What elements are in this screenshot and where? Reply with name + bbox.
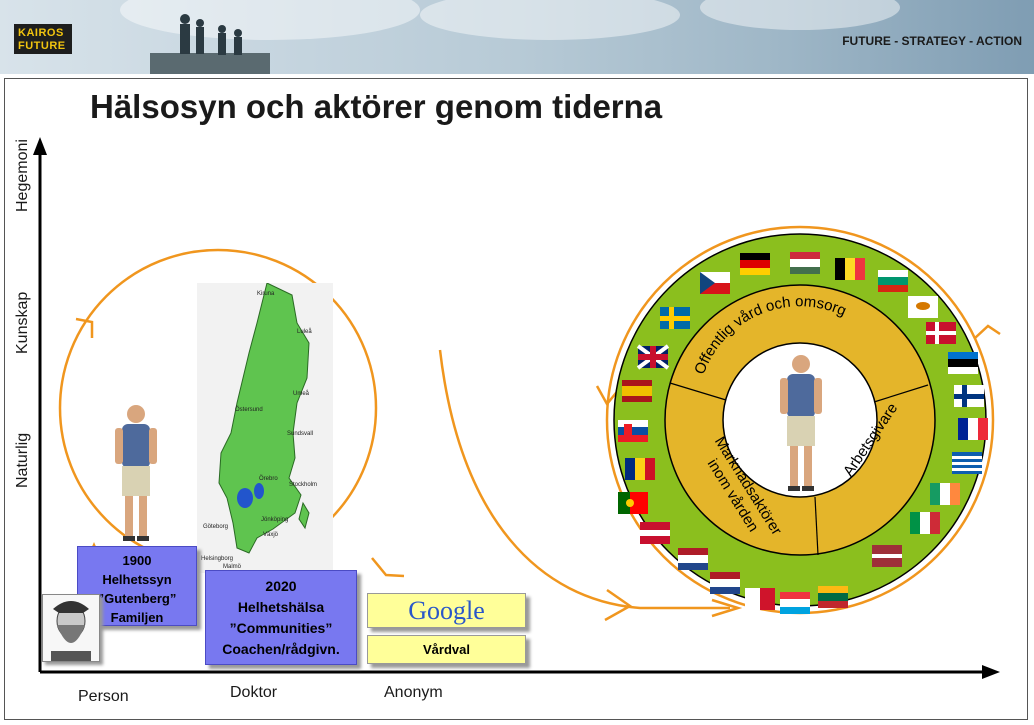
map-label-goteborg: Göteborg xyxy=(203,524,228,530)
map-label-helsingborg: Helsingborg xyxy=(201,556,233,562)
cycle-arrowhead-left-bottom xyxy=(371,557,405,578)
box-2020: 2020 Helhetshälsa ”Communities” Coachen/… xyxy=(205,570,357,665)
y-label-naturlig: Naturlig xyxy=(14,432,31,488)
connector-curve xyxy=(438,349,730,610)
map-label-sundsvall: Sundsvall xyxy=(287,431,313,437)
connector-arrowhead-1 xyxy=(604,588,633,622)
sweden-map: Kiruna Luleå Umeå Östersund Sundsvall Ör… xyxy=(197,282,333,573)
map-label-ostersund: Östersund xyxy=(235,406,263,413)
map-label-kiruna: Kiruna xyxy=(257,291,275,297)
kairos-future-logo: KAIROS FUTURE xyxy=(14,24,72,54)
x-label-person: Person xyxy=(78,688,129,705)
y-axis-arrowhead xyxy=(33,137,47,155)
person-figure-left xyxy=(115,405,157,541)
map-label-orebro: Örebro xyxy=(259,475,278,482)
connector-arrowhead-2 xyxy=(711,598,743,618)
map-label-lulea: Luleå xyxy=(297,328,312,335)
person-figure-center xyxy=(780,355,822,491)
y-label-kunskap: Kunskap xyxy=(14,291,31,354)
header-tagline: FUTURE - STRATEGY - ACTION xyxy=(842,34,1022,48)
map-label-umea: Umeå xyxy=(293,390,310,397)
eu-flags xyxy=(618,252,988,614)
gutenberg-portrait xyxy=(42,594,100,662)
cycle-arrowhead-right-right xyxy=(974,324,1001,339)
page-title: Hälsosyn och aktörer genom tiderna xyxy=(90,88,663,125)
map-label-vaxjo: Växjö xyxy=(263,532,279,538)
vardval-box: Vårdval xyxy=(367,635,526,664)
map-label-jonkoping: Jönköping xyxy=(261,517,288,523)
cycle-arrowhead-left-top xyxy=(75,317,94,338)
slide-frame xyxy=(4,78,1028,720)
map-label-stockholm: Stockholm xyxy=(289,482,317,488)
x-label-doktor: Doktor xyxy=(230,684,278,701)
map-label-malmo: Malmö xyxy=(223,564,242,570)
google-logo: Google xyxy=(367,593,526,628)
hikers-silhouette-image xyxy=(150,14,270,74)
y-label-hegemoni: Hegemoni xyxy=(14,139,31,212)
x-axis-arrowhead xyxy=(982,665,1000,679)
header-banner xyxy=(0,0,1034,74)
x-label-anonym: Anonym xyxy=(384,684,443,701)
